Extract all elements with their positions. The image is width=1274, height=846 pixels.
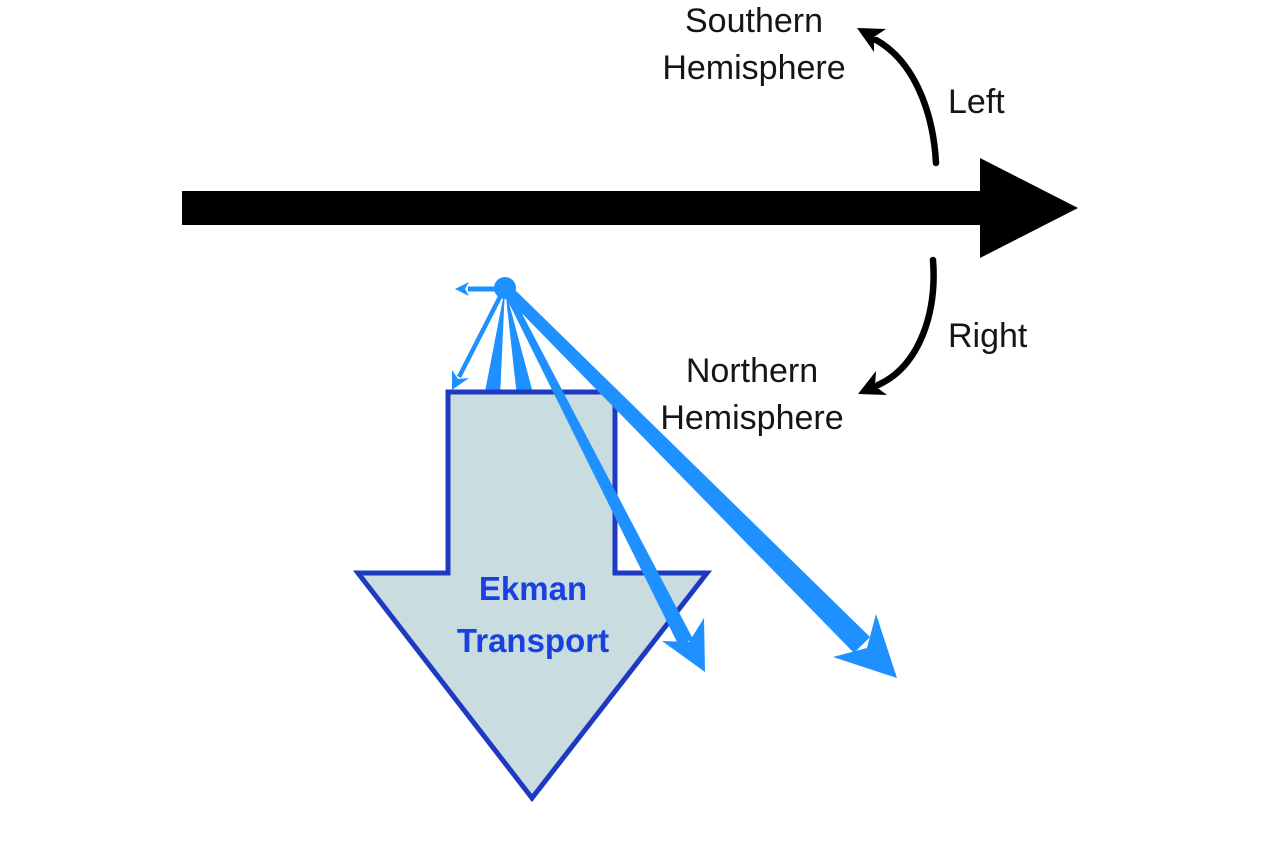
right-deflection-label: Right	[948, 317, 1028, 355]
ekman-transport-line1: Ekman	[478, 570, 588, 607]
northern-hemisphere-line2: Hemisphere	[660, 399, 844, 437]
spiral-origin-dot	[494, 277, 516, 299]
left-deflection-curve	[872, 36, 940, 167]
right-deflection-arrow	[858, 256, 937, 395]
northern-hemisphere-label: Northern Hemisphere	[592, 348, 912, 442]
surface-current-arrowhead-icon	[833, 614, 897, 678]
right-deflection-curve	[874, 256, 937, 389]
deep-downleft-shaft	[456, 289, 506, 379]
deep-left-arrowhead-icon	[455, 282, 469, 296]
mid-depth-current-arrowhead-icon	[662, 618, 705, 672]
right-deflection-arrowhead-icon	[858, 371, 887, 395]
northern-hemisphere-line1: Northern	[685, 352, 819, 390]
surface-current-shaft	[501, 284, 870, 653]
ekman-transport-label: Ekman Transport	[383, 563, 683, 667]
deep-downleft-arrowhead-icon	[452, 370, 469, 390]
left-deflection-arrowhead-icon	[857, 28, 886, 52]
surface-current-arrow	[501, 284, 897, 678]
southern-hemisphere-line2: Hemisphere	[662, 49, 846, 87]
ekman-transport-block-arrow	[352, 389, 713, 803]
deep-current-arrow-downleft	[452, 289, 506, 390]
ekman-spiral-rays	[484, 288, 534, 397]
spiral-ray-1	[484, 288, 505, 397]
southern-hemisphere-line1: Southern	[685, 2, 823, 40]
ekman-transport-line2: Transport	[456, 622, 610, 659]
left-deflection-arrow	[857, 28, 940, 167]
mid-depth-current-shaft	[502, 287, 693, 646]
wind-arrow	[182, 158, 1078, 258]
left-deflection-label: Left	[948, 83, 1005, 121]
spiral-ray-2	[505, 288, 534, 397]
southern-hemisphere-label: Southern Hemisphere	[594, 0, 914, 92]
mid-depth-current-arrow	[502, 287, 705, 672]
